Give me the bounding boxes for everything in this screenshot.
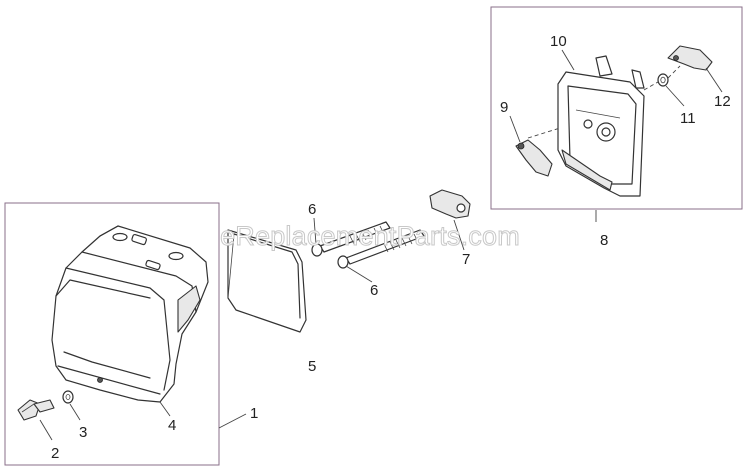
callout-3: 3 <box>79 424 87 441</box>
callout-2: 2 <box>51 445 59 462</box>
leader-4 <box>159 401 171 417</box>
ring-11 <box>657 73 669 87</box>
bolt-upper <box>311 221 391 257</box>
leader-12 <box>705 67 723 93</box>
leader-9 <box>509 115 521 143</box>
assembly-line-9 <box>527 127 561 139</box>
callout-10: 10 <box>550 33 567 50</box>
air-filter-cover <box>51 225 209 403</box>
callout-4: 4 <box>168 417 176 434</box>
bolt-lower <box>337 229 425 269</box>
watermark: eReplacementParts.com <box>220 221 520 251</box>
choke-lever <box>515 139 553 177</box>
cover-knob <box>17 399 55 421</box>
assembly-line-12 <box>667 65 681 79</box>
assembly-box-1 <box>4 202 220 466</box>
callout-8: 8 <box>600 232 608 249</box>
leader-2 <box>39 419 53 441</box>
leader-11 <box>665 85 685 107</box>
leader-6b <box>345 265 373 283</box>
callout-11: 11 <box>680 110 696 127</box>
leader-7 <box>453 219 465 251</box>
callout-6-upper: 6 <box>308 201 316 218</box>
callout-5: 5 <box>308 358 316 375</box>
callout-12: 12 <box>714 93 731 110</box>
leader-1 <box>218 413 247 429</box>
washer-3 <box>62 390 74 404</box>
leader-6a <box>313 217 317 245</box>
clip-12 <box>667 45 713 71</box>
leader-3 <box>69 403 81 421</box>
callout-7: 7 <box>462 251 470 268</box>
leader-10 <box>561 49 575 71</box>
assembly-line-11 <box>643 81 659 91</box>
assembly-box-8 <box>490 6 743 210</box>
bracket <box>429 189 471 219</box>
callout-9: 9 <box>500 99 508 116</box>
air-filter-base <box>557 55 645 197</box>
callout-6-lower: 6 <box>370 282 378 299</box>
filter-element <box>227 229 307 333</box>
callout-1: 1 <box>250 405 258 422</box>
